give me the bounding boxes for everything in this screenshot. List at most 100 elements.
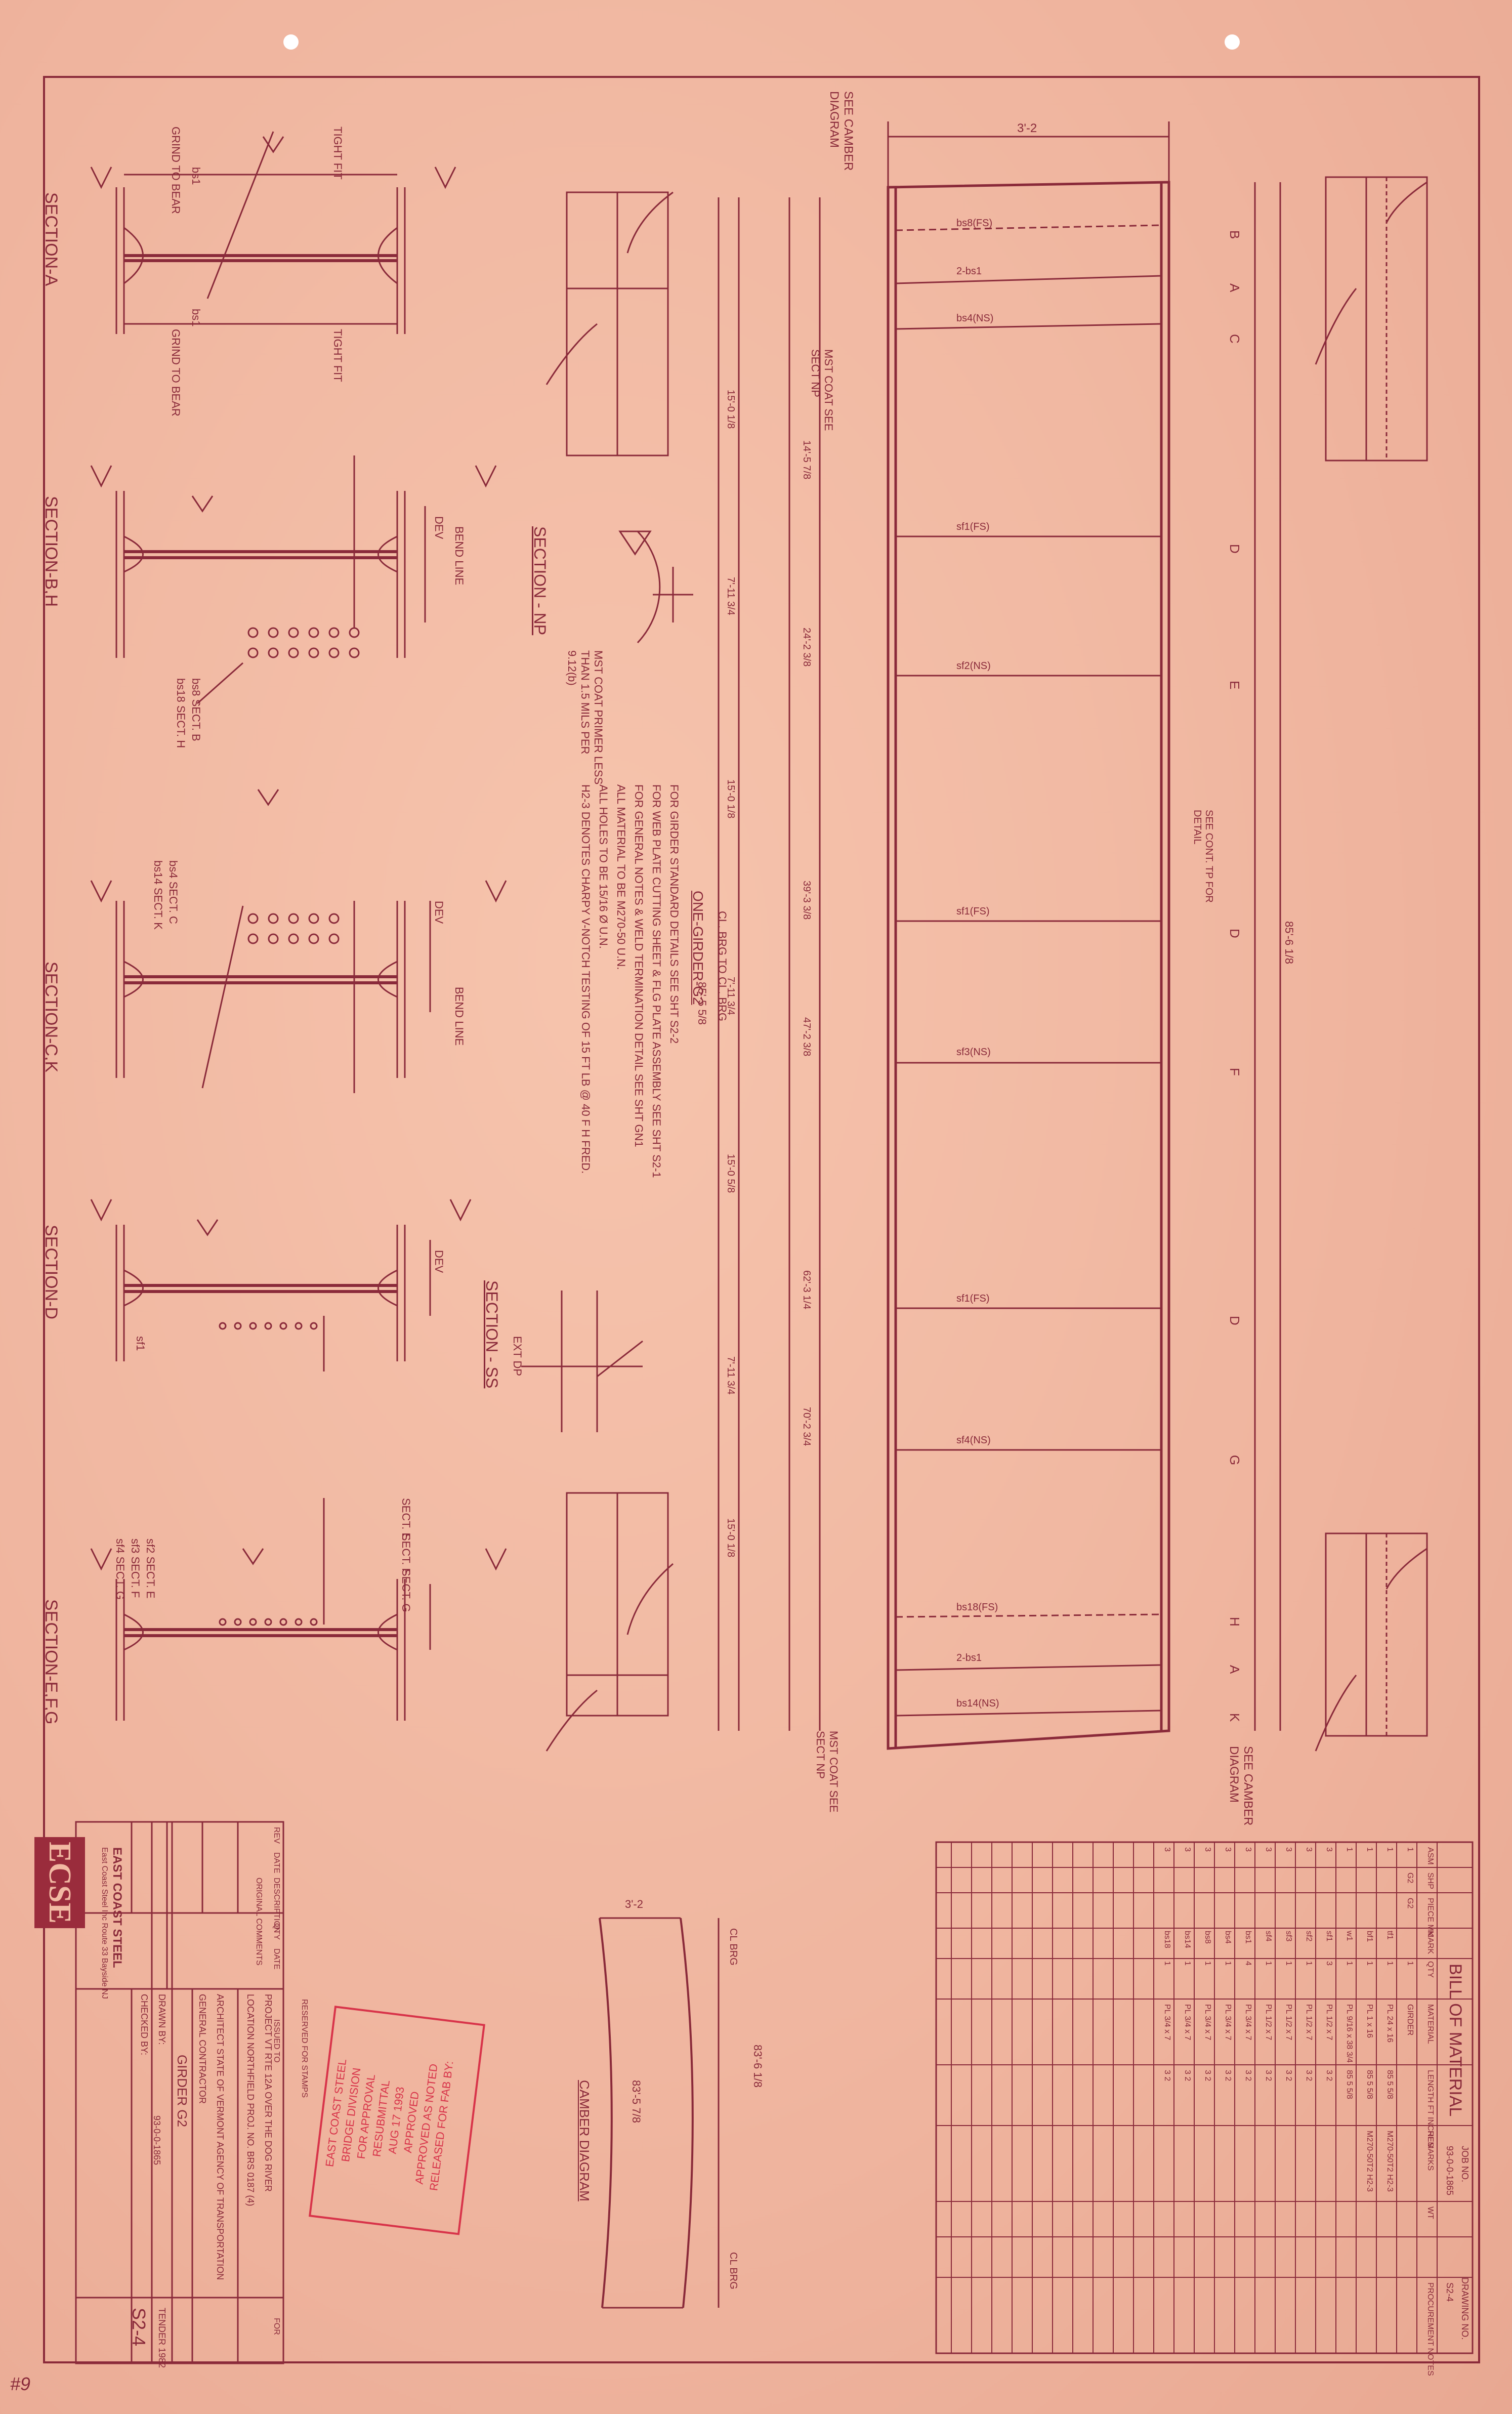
bom-header: PROCUREMENT NOTES (1426, 2282, 1435, 2376)
bs18-callout: bs18 SECT. H (175, 678, 187, 748)
see-camber-label-bottom: SEE CAMBER DIAGRAM (1227, 1746, 1255, 1826)
bom-cell: 3 (1183, 1847, 1192, 1852)
bom-cell: sf4 (1264, 1931, 1273, 1942)
dimension: 7'-11 3/4 (725, 1356, 736, 1395)
dimension: 15'-0 5/8 (725, 1154, 736, 1193)
bom-cell: 3 2 (1284, 2070, 1293, 2082)
bom-cell: 3 (1224, 1847, 1232, 1852)
bs8-callout: bs8 SECT. B (190, 678, 202, 741)
company-address: East Coast Steel Inc Route 33 Bayside NJ (100, 1847, 109, 1999)
bom-cell: bs4 (1224, 1931, 1232, 1944)
bom-cell: PL 9/16 x 38 3/4 (1345, 2004, 1354, 2063)
bom-cell: 85 5 5/8 (1365, 2070, 1374, 2099)
sect-g-label: SECT. G (400, 1569, 412, 1612)
stiffener-detail-top-right (1315, 176, 1428, 462)
stiffener-label: bs8(FS) (956, 218, 993, 229)
architect: ARCHITECT STATE OF VERMONT AGENCY OF TRA… (215, 1994, 225, 2280)
section-ss-detail (521, 1291, 643, 1432)
mst-coat-see-np-top: MST COAT SEE SECT NP (809, 349, 835, 431)
bom-cell: 1 (1305, 1961, 1313, 1966)
section-mark: D (1227, 929, 1242, 938)
stiffener-detail-bottom-left (545, 1492, 674, 1752)
company-name: EAST COAST STEEL (110, 1847, 124, 1968)
bom-cell: PL 1/2 x 7 (1305, 2004, 1313, 2041)
note-line: ALL HOLES TO BE 15/16 Ø U.N. (597, 784, 610, 949)
section-ck-detail (90, 789, 507, 1093)
section-a-detail (90, 131, 456, 334)
reserved-for-stamps: RESERVED FOR STAMPS (300, 1999, 309, 2098)
bom-cell: 3 (1325, 1847, 1333, 1852)
section-mark: C (1227, 334, 1242, 344)
bom-cell: bs14 (1183, 1931, 1192, 1948)
stiffener-label: sf3(NS) (956, 1047, 991, 1058)
bom-cell: 3 2 (1305, 2070, 1313, 2082)
section-d-detail (90, 1199, 472, 1371)
dimension: 15'-0 1/8 (725, 390, 736, 429)
punch-hole (1225, 34, 1240, 50)
issue-header: FOR (272, 2318, 281, 2335)
stiffener-label: 2-bs1 (956, 266, 982, 277)
drawn-by: DRAWN BY: (157, 1994, 167, 2045)
section-bh-title: SECTION-B,H (41, 496, 61, 607)
stiffener-label: bs18(FS) (956, 1602, 998, 1613)
tender: TENDER 1982 (157, 2308, 167, 2368)
bom-cell: 1 (1385, 1961, 1394, 1966)
bom-cell: 1 (1284, 1961, 1293, 1966)
stiffener-label: sf2(NS) (956, 660, 991, 672)
tight-fit-label-top: TIGHT FIT (331, 127, 344, 180)
bom-cell: PL 1 x 16 (1365, 2004, 1374, 2038)
dev-label-bh: DEV (433, 516, 445, 539)
camber-width: 3'-2 (625, 1898, 643, 1910)
bom-cell: 3 (1244, 1847, 1252, 1852)
bom-cell: 3 2 (1183, 2070, 1192, 2082)
bom-cell: sf3 (1284, 1931, 1293, 1942)
bs1-callout-top: bs1 (190, 167, 202, 185)
note-line: H2-3 DENOTES CHARPY V-NOTCH TESTING OF 1… (579, 784, 592, 1174)
stiffener-label: sf4(NS) (956, 1435, 991, 1446)
title-block-grid (75, 1821, 284, 2364)
stiffener-label: sf1(FS) (956, 1293, 990, 1304)
section-d-title: SECTION-D (41, 1225, 61, 1319)
bom-cell: 1 (1264, 1961, 1273, 1966)
dev-label-d: DEV (433, 1250, 445, 1273)
mst-coat-see-np-bottom: MST COAT SEE SECT NP (814, 1731, 840, 1813)
bom-cell: M270-50T2 H2-3 (1385, 2131, 1394, 2192)
bom-job-no-label: JOB NO. (1460, 2146, 1470, 2183)
bend-line-label-ck: BEND LINE (453, 987, 466, 1046)
bom-cell: PL 3/4 x 7 (1224, 2004, 1232, 2041)
camber-cl-brg-bottom: CL BRG (728, 2252, 739, 2290)
camber-diagram-title: CAMBER DIAGRAM (577, 2080, 592, 2201)
note-line: ALL MATERIAL TO BE M270-50 U.N. (615, 784, 627, 970)
dimension: 15'-0 1/8 (725, 1518, 736, 1558)
camber-cl-brg-top: CL BRG (728, 1928, 739, 1966)
bom-cell: PL 3/4 x 7 (1203, 2004, 1212, 2041)
see-camber-label-top: SEE CAMBER DIAGRAM (827, 91, 855, 171)
bom-cell: 3 (1325, 1961, 1333, 1966)
company-logo: ECSE (34, 1837, 85, 1928)
dimension: 14'-5 7/8 (801, 440, 812, 480)
bom-cell: PL 3/4 x 7 (1244, 2004, 1252, 2041)
stiffener-detail-top-left (545, 191, 674, 456)
bom-cell: 1 (1406, 1847, 1414, 1852)
location: LOCATION NORTHFIELD PROJ. NO. BRS 0187 (… (245, 1994, 256, 2207)
bom-header: ASM (1426, 1847, 1435, 1865)
section-efg-detail (90, 1498, 507, 1721)
see-cont-detail: SEE CONT. TP FOR DETAIL (1192, 810, 1214, 903)
dimension: 7'-11 3/4 (725, 977, 736, 1015)
stiffener-label: bs4(NS) (956, 313, 994, 324)
section-mark: A (1227, 1665, 1242, 1674)
bom-cell: 3 (1264, 1847, 1273, 1852)
bom-cell: 3 (1163, 1847, 1171, 1852)
girder-elevation (718, 121, 1281, 1750)
sf2-callout: sf2 SECT. E (144, 1538, 157, 1599)
section-mark: B (1227, 230, 1242, 239)
bom-cell: 4 (1244, 1961, 1252, 1966)
bom-cell: 1 (1365, 1847, 1374, 1852)
bom-header: WT (1426, 2207, 1435, 2219)
bom-cell: 3 2 (1163, 2070, 1171, 2082)
bom-cell: 1 (1406, 1961, 1414, 1966)
bom-cell: bs8 (1203, 1931, 1212, 1944)
bom-cell: 3 2 (1264, 2070, 1273, 2082)
sf4-callout: sf4 SECT. G (114, 1538, 127, 1600)
section-mark: E (1227, 681, 1242, 690)
